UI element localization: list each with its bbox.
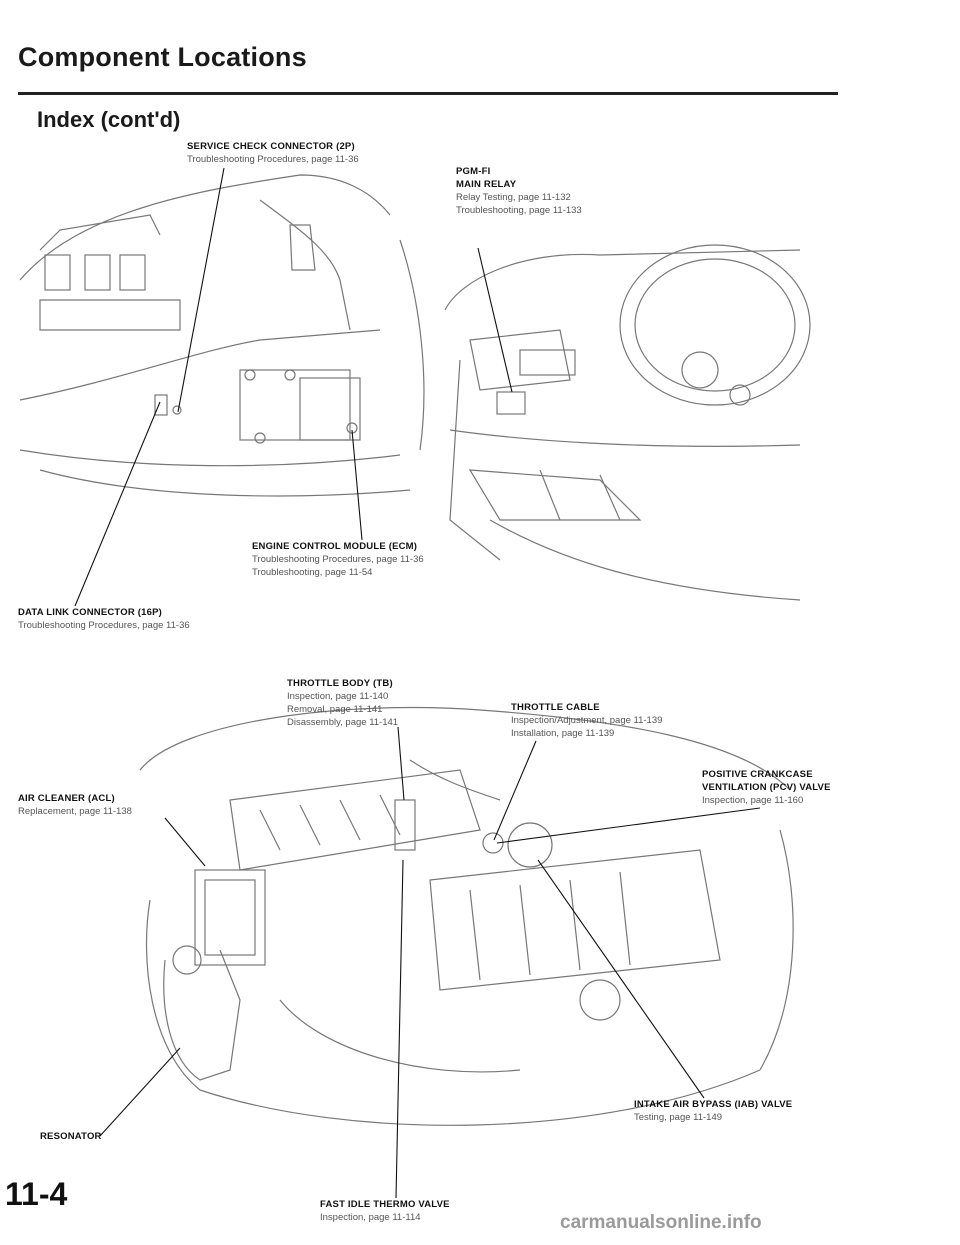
data-link-connector-label: DATA LINK CONNECTOR (16P) Troubleshootin… (18, 607, 190, 631)
watermark: carmanualsonline.info (560, 1212, 762, 1233)
page-number: 11-4 (5, 1176, 68, 1212)
dashboard-right-illustration (444, 244, 811, 601)
ecm-label: ENGINE CONTROL MODULE (ECM) Troubleshoot… (252, 541, 424, 578)
service-check-connector-label: SERVICE CHECK CONNECTOR (2P) Troubleshoo… (187, 141, 359, 165)
dashboard-left-illustration (19, 174, 425, 497)
throttle-cable-label: THROTTLE CABLE Inspection/Adjustment, pa… (511, 702, 663, 739)
resonator-label: RESONATOR (40, 1131, 102, 1142)
pcv-valve-label: POSITIVE CRANKCASE VENTILATION (PCV) VAL… (702, 769, 831, 806)
section-subtitle: Index (cont'd) (37, 107, 181, 132)
iab-valve-label: INTAKE AIR BYPASS (IAB) VALVE Testing, p… (634, 1099, 793, 1123)
air-cleaner-label: AIR CLEANER (ACL) Replacement, page 11-1… (18, 793, 132, 817)
leader-lines (74, 167, 761, 1199)
fast-idle-thermo-valve-label: FAST IDLE THERMO VALVE Inspection, page … (320, 1199, 450, 1223)
throttle-body-label: THROTTLE BODY (TB) Inspection, page 11-1… (287, 678, 399, 728)
pgm-fi-main-relay-label: PGM-FI MAIN RELAY Relay Testing, page 11… (456, 166, 582, 216)
engine-bay-illustration (139, 706, 794, 1126)
title-rule (18, 92, 838, 95)
page-title: Component Locations (18, 42, 307, 72)
